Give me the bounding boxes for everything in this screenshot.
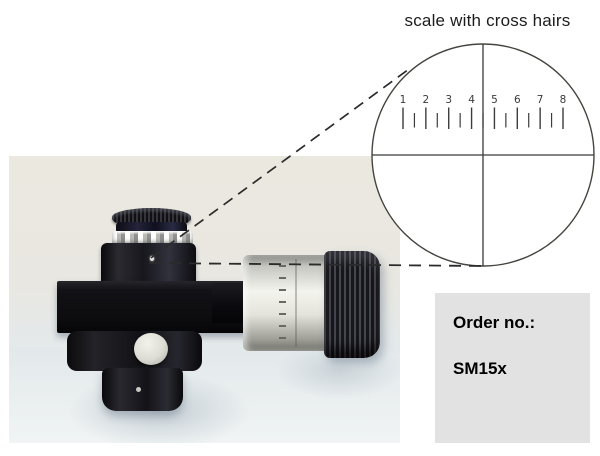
reticle-scale-number: 1 [400,94,407,106]
order-number-label: Order no.: [453,313,536,332]
reticle-circle [371,43,595,267]
order-number-value: SM15x [453,359,507,378]
diagram-title: scale with cross hairs [404,11,571,30]
product-photo [9,156,400,443]
reflection-dot [150,256,154,261]
drum-graduations [279,265,286,341]
reticle-scale-number: 6 [514,94,521,106]
reticle-scale-number: 3 [445,94,452,106]
adapter-screw-dot [136,387,141,392]
micrometer-drum [243,255,334,351]
adapter-tube [102,368,183,411]
reticle-scale-number: 5 [491,94,498,106]
reticle-scale-number: 8 [560,94,567,106]
silver-thumbscrew [134,333,168,365]
reticle-scale-number: 2 [423,94,430,106]
order-box: Order no.: SM15x [435,293,590,443]
reticle-scale-number: 4 [468,94,475,106]
drum-edge-line [295,259,297,347]
reticle-scale-number: 7 [537,94,544,106]
micrometer-knob-cap [324,251,380,358]
reticle-scale: 1 2 3 4 5 6 7 8 [400,94,567,129]
